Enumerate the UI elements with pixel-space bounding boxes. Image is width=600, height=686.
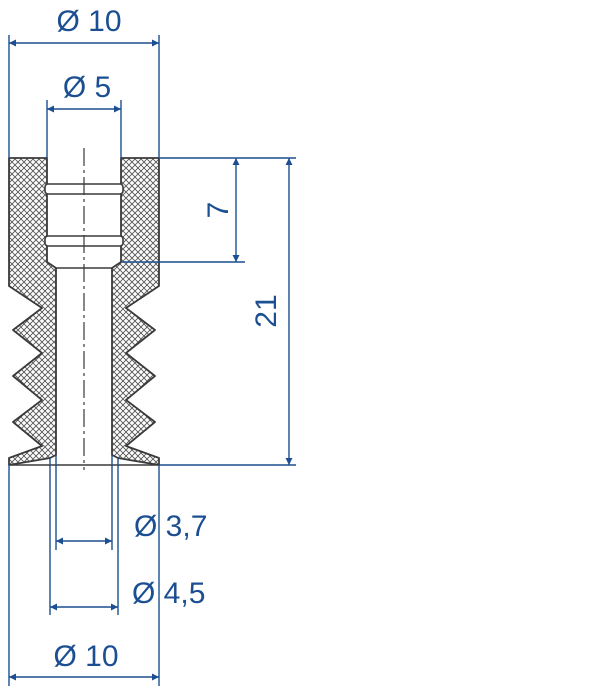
label-bottom-outer-diameter: Ø 10 xyxy=(53,640,118,673)
label-bottom-inner-diameter: Ø 4,5 xyxy=(132,577,205,610)
label-top-section-height: 7 xyxy=(202,202,235,219)
label-top-outer-diameter: Ø 10 xyxy=(56,5,121,38)
right-wall-section xyxy=(111,157,160,466)
dimension-lines xyxy=(8,35,296,686)
label-top-inner-diameter: Ø 5 xyxy=(63,71,111,104)
label-bore-diameter: Ø 3,7 xyxy=(134,510,207,543)
label-total-height: 21 xyxy=(250,294,283,327)
left-wall-section xyxy=(8,157,57,466)
